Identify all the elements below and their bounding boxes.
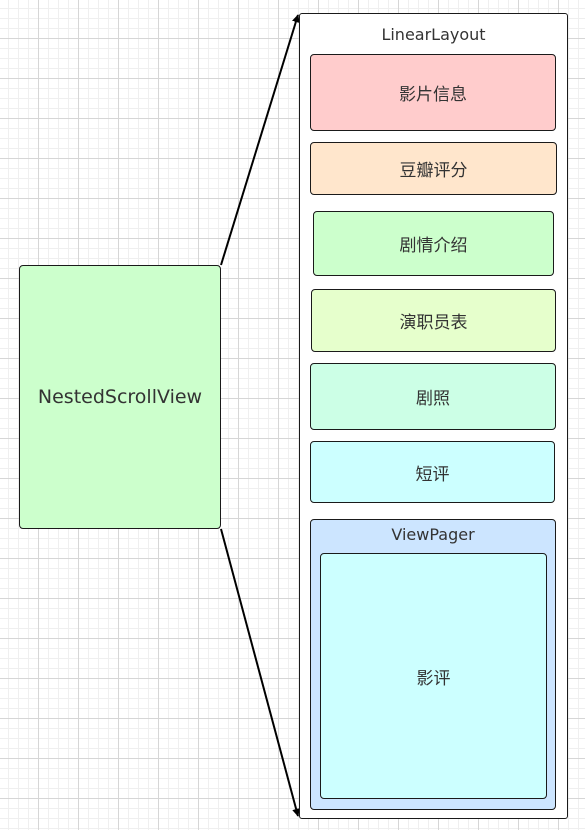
arrow-to-linear-layout-bottom xyxy=(220,528,300,817)
view-pager-label: ViewPager xyxy=(391,525,475,544)
section-douban-rating: 豆瓣评分 xyxy=(310,142,557,195)
section-stills: 剧照 xyxy=(310,363,556,430)
section-plot-summary: 剧情介绍 xyxy=(313,211,554,276)
section-cast-crew: 演职员表 xyxy=(311,289,556,352)
arrow-to-linear-layout-top xyxy=(220,14,300,266)
section-movie-info: 影片信息 xyxy=(310,54,556,131)
linear-layout-label: LinearLayout xyxy=(381,25,486,44)
view-pager-page-reviews: 影评 xyxy=(320,553,547,799)
section-short-reviews: 短评 xyxy=(310,441,555,503)
nested-scroll-view-box: NestedScrollView xyxy=(19,265,221,529)
